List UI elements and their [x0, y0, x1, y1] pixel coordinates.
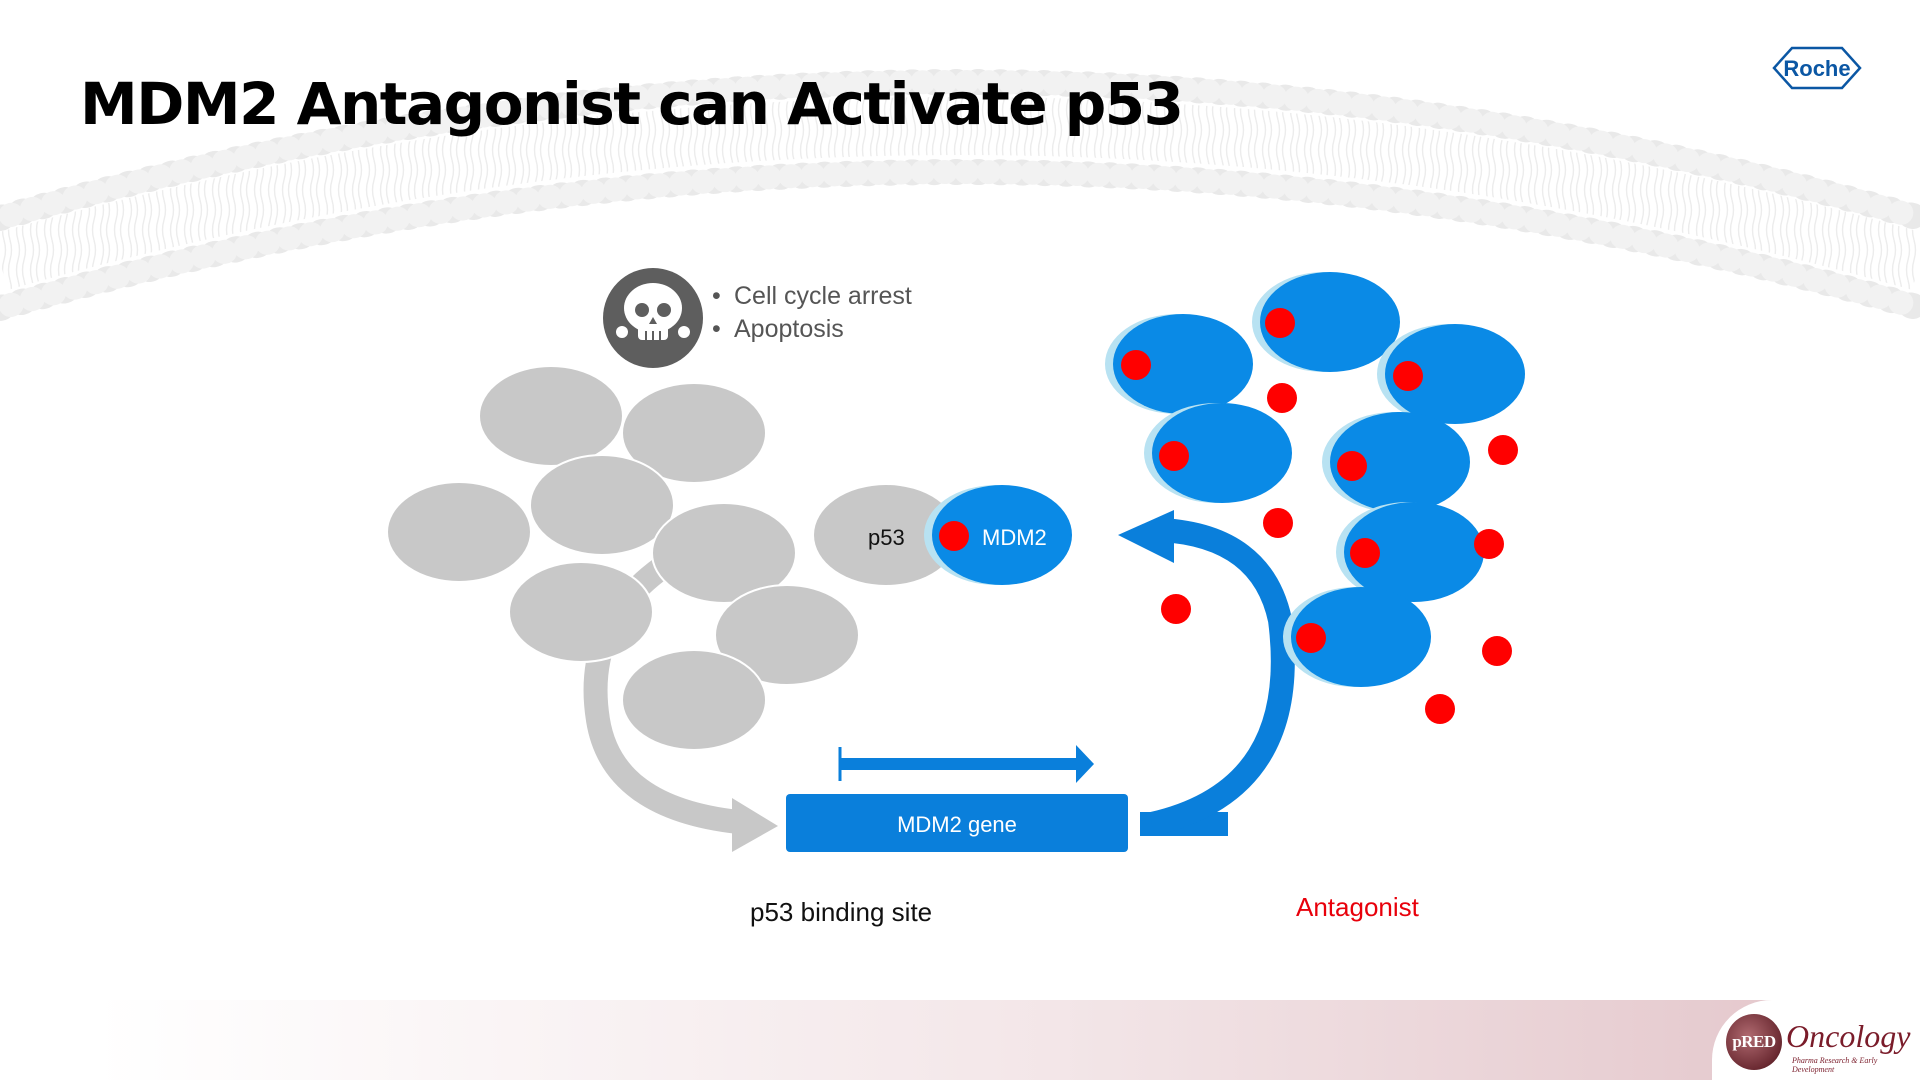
- pred-logo-word: Oncology: [1786, 1018, 1911, 1054]
- antagonist-label: Antagonist: [1296, 892, 1419, 922]
- complex-mdm2-oval: [932, 485, 1072, 585]
- skull-icon: [603, 268, 703, 368]
- p53-oval: [508, 561, 654, 663]
- slide-title: MDM2 Antagonist can Activate p53: [80, 70, 1184, 138]
- antagonist-mdm2-cluster: [1105, 272, 1525, 687]
- mdm2-gene-label: MDM2 gene: [897, 812, 1017, 837]
- membrane-outer-head-band-shade: [0, 70, 1920, 230]
- free-antagonist-molecules: [1161, 383, 1518, 724]
- feedback-arrow: [1118, 510, 1295, 836]
- mdm2-gene-box: [786, 794, 1128, 852]
- pred-oncology-logo: pRED Oncology Pharma Research & Early De…: [1712, 1000, 1920, 1080]
- outcome-item: Apoptosis: [712, 313, 912, 346]
- p53-oval: [621, 649, 767, 751]
- outcome-list: Cell cycle arrest Apoptosis: [712, 280, 912, 346]
- membrane-inner-head-band-shade: [0, 160, 1920, 320]
- pred-badge: pRED: [1726, 1014, 1782, 1070]
- complex-binding-dot: [939, 521, 969, 551]
- membrane-tail-band: [0, 97, 1920, 290]
- complex-mdm2-label: MDM2: [982, 525, 1047, 550]
- roche-logo: Roche: [1772, 46, 1862, 90]
- p53-oval: [651, 502, 797, 604]
- mdm2-gene: MDM2 gene: [786, 794, 1128, 852]
- p53-oval: [529, 454, 675, 556]
- p53-oval: [386, 481, 532, 583]
- p53-oval: [621, 382, 767, 484]
- outcome-item: Cell cycle arrest: [712, 280, 912, 313]
- complex-p53-oval: [814, 485, 958, 585]
- pred-logo-subtitle: Pharma Research & Early Development: [1792, 1056, 1878, 1074]
- transcription-arrow: [838, 745, 1094, 783]
- p53-mdm2-complex: p53 MDM2: [814, 485, 1072, 585]
- p53-oval: [714, 584, 860, 686]
- p53-to-gene-arrowhead: [732, 798, 778, 852]
- p53-oval: [478, 365, 624, 467]
- footer-band: [0, 1000, 1920, 1080]
- binding-site-label: p53 binding site: [750, 897, 933, 927]
- p53-cluster: [386, 365, 860, 751]
- complex-p53-label: p53: [868, 525, 905, 550]
- svg-text:Roche: Roche: [1783, 56, 1850, 81]
